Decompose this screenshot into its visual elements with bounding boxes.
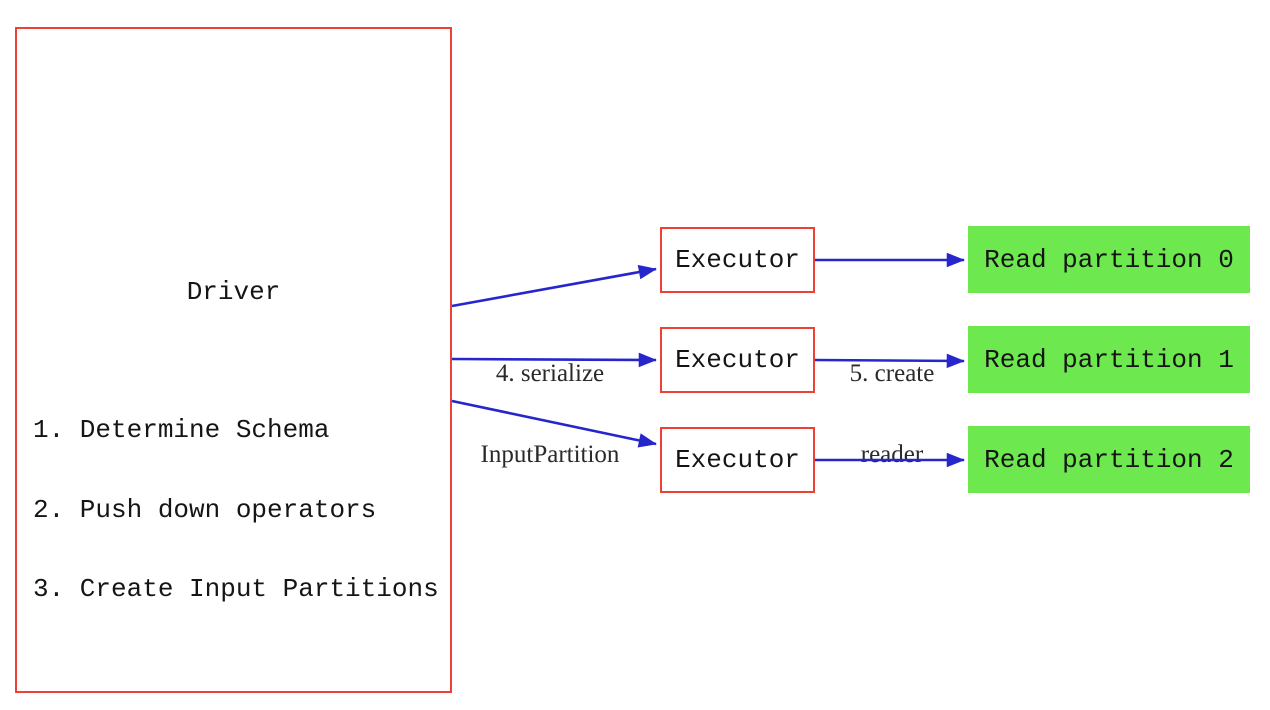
executor-box-1: Executor [660, 327, 815, 393]
edge-label-serialize-line1: 4. serialize [495, 360, 605, 387]
read-partition-box-1: Read partition 1 [968, 326, 1250, 393]
driver-step-2: 2. Push down operators [33, 494, 377, 525]
edge-label-serialize-line2: InputPartition [480, 441, 620, 468]
edge-label-reader-line1: 5. create [849, 360, 935, 387]
edge-label-create-reader: 5. create reader [828, 306, 956, 522]
executor-box-2: Executor [660, 427, 815, 493]
driver-step-3: 3. Create Input Partitions [33, 574, 439, 604]
executor-box-0: Executor [660, 227, 815, 293]
arrow-driver-to-executor-0 [451, 264, 657, 308]
driver-box [15, 27, 452, 693]
edge-label-reader-line2: reader [860, 441, 924, 468]
driver-title: Driver [186, 277, 281, 307]
driver-step-1: 1. Determine Schema [33, 415, 330, 445]
driver-step-list: 1. Determine Schema 2. Push down operato… [33, 364, 439, 656]
read-partition-box-2: Read partition 2 [968, 426, 1250, 493]
edge-label-serialize-inputpartition: 4. serialize InputPartition [455, 306, 645, 522]
read-partition-box-0: Read partition 0 [968, 226, 1250, 293]
